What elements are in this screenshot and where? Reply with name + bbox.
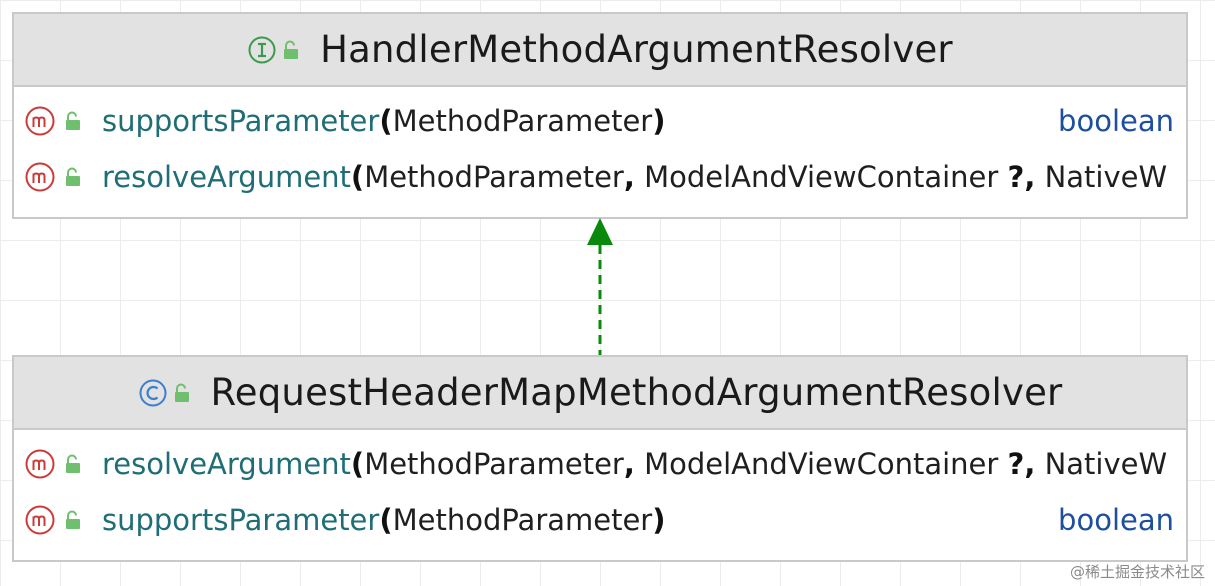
interface-header[interactable]: HandlerMethodArgumentResolver — [14, 14, 1186, 87]
param-type: ModelAndViewContainer — [634, 160, 1008, 194]
return-type: boolean — [1038, 104, 1174, 138]
return-type: boolean — [1038, 503, 1174, 537]
class-icon — [139, 379, 167, 406]
public-lock-icon — [66, 454, 80, 473]
watermark: @稀土掘金技术社区 — [1069, 563, 1205, 581]
param-comma: , — [623, 447, 635, 481]
class-header-icons — [138, 378, 191, 408]
nullable-marker: ?, — [1007, 447, 1036, 481]
member-row-supports-parameter[interactable]: supportsParameter ( MethodParameter ) bo… — [14, 93, 1186, 149]
member-row-resolve-argument[interactable]: resolveArgument ( MethodParameter , Mode… — [14, 436, 1186, 492]
param-type: MethodParameter — [392, 503, 653, 537]
public-lock-icon — [66, 111, 80, 130]
method-name: resolveArgument — [102, 447, 351, 481]
member-icons — [24, 504, 102, 536]
method-icon — [25, 162, 55, 192]
param-type: MethodParameter — [392, 104, 653, 138]
member-row-supports-parameter[interactable]: supportsParameter ( MethodParameter ) bo… — [14, 492, 1186, 548]
close-paren: ) — [652, 503, 666, 537]
method-icon — [25, 505, 55, 535]
member-icons — [24, 105, 102, 137]
method-icon — [25, 106, 55, 136]
member-icons — [24, 161, 102, 193]
nullable-marker: ?, — [1007, 160, 1036, 194]
public-lock-icon — [174, 383, 189, 402]
param-type-truncated: NativeW — [1035, 447, 1168, 481]
public-lock-icon — [66, 510, 80, 529]
class-header[interactable]: RequestHeaderMapMethodArgumentResolver — [14, 357, 1186, 430]
public-lock-icon — [66, 167, 80, 186]
class-title: RequestHeaderMapMethodArgumentResolver — [210, 371, 1063, 414]
interface-title: HandlerMethodArgumentResolver — [320, 28, 953, 71]
class-box[interactable]: RequestHeaderMapMethodArgumentResolver r… — [12, 355, 1188, 562]
open-paren: ( — [379, 104, 393, 138]
open-paren: ( — [350, 447, 365, 481]
interface-member-list: supportsParameter ( MethodParameter ) bo… — [14, 87, 1186, 205]
param-comma: , — [623, 160, 635, 194]
method-icon — [25, 449, 55, 479]
interface-box[interactable]: HandlerMethodArgumentResolver supportsPa… — [12, 12, 1188, 219]
method-name: supportsParameter — [102, 104, 380, 138]
interface-icon — [248, 36, 276, 63]
open-paren: ( — [350, 160, 365, 194]
param-type: MethodParameter — [364, 447, 624, 481]
class-member-list: resolveArgument ( MethodParameter , Mode… — [14, 430, 1186, 548]
param-type: ModelAndViewContainer — [634, 447, 1008, 481]
implements-arrow[interactable] — [578, 215, 622, 360]
interface-header-icons — [247, 35, 300, 65]
public-lock-icon — [284, 40, 299, 59]
method-name: supportsParameter — [102, 503, 380, 537]
param-type: MethodParameter — [364, 160, 624, 194]
close-paren: ) — [652, 104, 666, 138]
open-paren: ( — [379, 503, 393, 537]
member-row-resolve-argument[interactable]: resolveArgument ( MethodParameter , Mode… — [14, 149, 1186, 205]
method-name: resolveArgument — [102, 160, 351, 194]
member-icons — [24, 448, 102, 480]
param-type-truncated: NativeW — [1035, 160, 1168, 194]
